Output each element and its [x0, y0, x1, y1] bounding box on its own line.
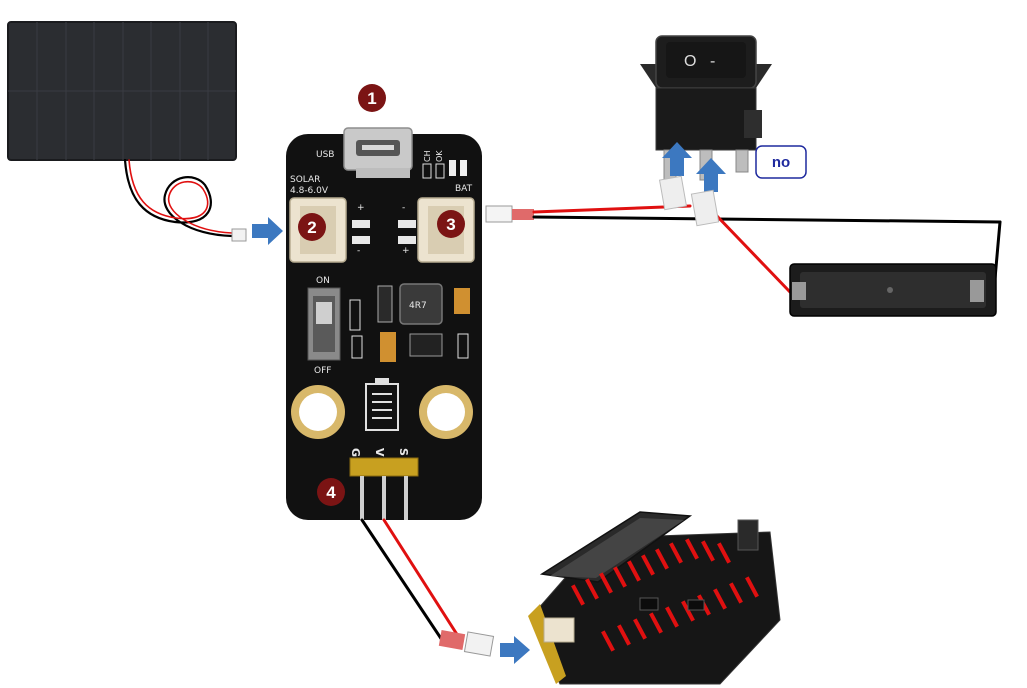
solar-panel	[7, 21, 237, 161]
marker-2-number: 2	[307, 218, 316, 237]
micro-usb-port	[343, 127, 413, 178]
output-plug	[438, 630, 466, 650]
marker-4: 4	[317, 478, 345, 506]
pin-label-g: G	[349, 448, 362, 457]
shield-pin-rows	[571, 538, 759, 652]
pin-header	[349, 457, 419, 520]
solar-voltage-label: 4.8-6.0V	[290, 186, 329, 196]
power-components	[349, 283, 470, 362]
switch-on-symbol: O	[684, 53, 696, 70]
plus-sign: +	[357, 203, 365, 213]
pin-label-v: V	[373, 448, 386, 457]
status-leds	[422, 160, 467, 179]
marker-1: 1	[358, 84, 386, 112]
battery-icon	[365, 378, 399, 431]
minus-sign: -	[357, 246, 360, 256]
pin-label-s: S	[397, 448, 410, 456]
smd-components-top	[352, 220, 416, 244]
mounting-holes	[291, 385, 473, 439]
solar-connector	[231, 228, 247, 242]
inductor-label: 4R7	[409, 301, 427, 311]
marker-4-number: 4	[326, 483, 336, 502]
on-label: ON	[316, 276, 330, 286]
rocker-switch: O -	[640, 35, 772, 181]
marker-3: 3	[437, 210, 465, 238]
marker-3-number: 3	[446, 215, 455, 234]
microbit-shield-board	[528, 511, 781, 685]
usb-label: USB	[316, 150, 334, 160]
solar-charging-module: USB CH OK SOLAR 4.8-6.0V BAT + - - +	[286, 127, 482, 520]
output-wires	[360, 518, 460, 642]
battery-plug	[485, 205, 513, 223]
solar-cable	[123, 158, 234, 238]
shield-power-jack	[543, 617, 575, 643]
solar-label: SOLAR	[290, 175, 320, 185]
arrow-up-icon	[662, 142, 692, 176]
slide-switch	[307, 287, 341, 361]
bat-label: BAT	[455, 184, 473, 194]
switch-terminal-connector	[690, 189, 720, 227]
no-callout-text: no	[772, 154, 790, 171]
battery-plug-sleeve	[512, 209, 534, 220]
arrow-up-icon	[696, 158, 726, 192]
ch-label: CH	[423, 150, 432, 162]
arrow-right-icon	[252, 217, 283, 245]
ok-label: OK	[435, 150, 444, 162]
off-label: OFF	[314, 366, 331, 376]
marker-1-number: 1	[367, 89, 376, 108]
minus-sign-bat: -	[402, 203, 405, 213]
switch-terminal-connector	[658, 175, 688, 211]
arrow-right-icon	[500, 636, 530, 664]
battery-holder	[789, 263, 997, 317]
switch-off-symbol: -	[710, 53, 715, 70]
plus-sign-bat: +	[402, 246, 410, 256]
no-terminal-callout: no	[755, 145, 807, 179]
marker-2: 2	[298, 213, 326, 241]
battery-wires	[532, 204, 1002, 294]
output-connector	[463, 631, 495, 657]
